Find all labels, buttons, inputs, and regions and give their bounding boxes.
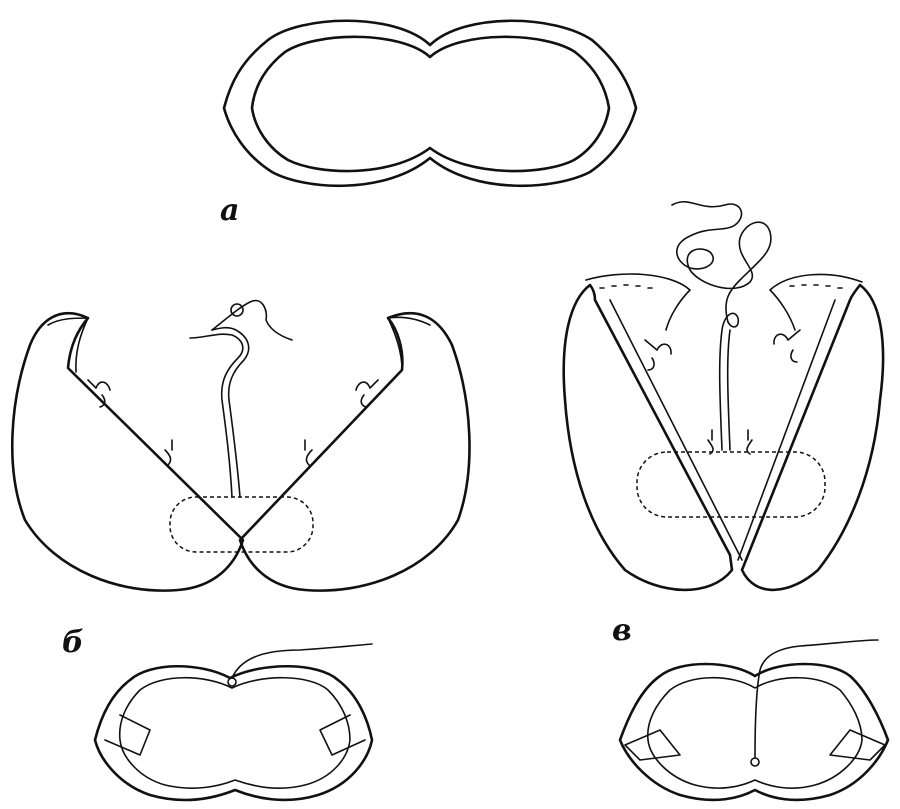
figure-v-stipple-right [790, 285, 842, 288]
label-a: а [220, 193, 239, 228]
figure-a-inner-wall [252, 37, 609, 171]
section-left-pore [228, 678, 236, 686]
figure-v-papilla-3 [774, 330, 800, 362]
figure-a [224, 21, 636, 186]
figure-v [564, 202, 883, 590]
section-right-chloroplast-left [625, 730, 680, 760]
section-right-stalk [755, 640, 878, 758]
section-left-chloroplast-left [105, 715, 150, 755]
figure-v-papilla-2 [708, 430, 713, 454]
section-right-chloroplast-right [830, 730, 885, 760]
figure-v-right-wall [738, 274, 862, 560]
section-left-chloroplast-right [320, 715, 365, 755]
figure-v-left-half [564, 285, 732, 590]
figure-b-right-half [240, 313, 469, 590]
figure-v-papilla-1 [645, 340, 671, 370]
label-v: в [612, 613, 632, 648]
figure-b-papilla-3 [356, 380, 378, 407]
section-left-inner-wall [120, 678, 350, 788]
figure-b-left-half [12, 313, 243, 590]
figure-v-flagellum [672, 202, 771, 322]
section-right-pore [751, 758, 759, 766]
figure-b-stalk [190, 328, 249, 497]
label-b: б [62, 625, 84, 660]
section-right [620, 640, 888, 800]
figure-v-stalk [720, 313, 739, 450]
section-left [95, 644, 372, 800]
figure-v-right-half [742, 285, 883, 590]
figure-b-papilla-2 [165, 440, 172, 465]
figure-v-nucleus [637, 452, 825, 517]
figure-b [12, 301, 469, 591]
section-left-flagellum [232, 644, 372, 678]
figure-v-stipple-left [600, 285, 652, 288]
figure-b-papilla-1 [88, 380, 110, 407]
figure-b-papilla-4 [305, 440, 312, 465]
figure-v-papilla-4 [747, 430, 752, 454]
